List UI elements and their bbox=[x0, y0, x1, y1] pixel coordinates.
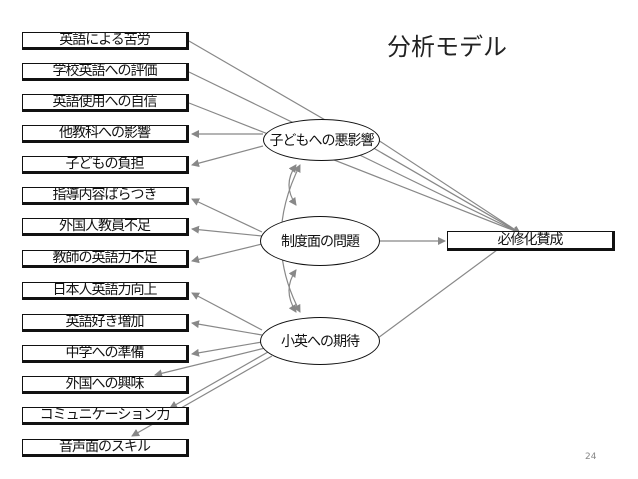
observed-box: 教師の英語力不足 bbox=[22, 250, 189, 268]
observed-box: 他教科への影響 bbox=[22, 125, 189, 143]
observed-box: 外国への興味 bbox=[22, 376, 189, 394]
arrow-neg-outcome bbox=[377, 139, 521, 234]
latent-label: 制度面の問題 bbox=[281, 234, 360, 250]
arrow-neg-box5 bbox=[191, 145, 264, 168]
observed-box: 子どもの負担 bbox=[22, 156, 189, 174]
observed-box: 日本人英語力向上 bbox=[22, 282, 189, 300]
arrow-box3-outcome bbox=[188, 102, 521, 235]
observed-box: コミュニケーション力 bbox=[22, 407, 189, 425]
observed-box: 英語による苦労 bbox=[22, 32, 189, 50]
latent-expectation: 小英への期待 bbox=[260, 317, 380, 365]
observed-box: 英語使用への自信 bbox=[22, 94, 189, 112]
page-number: 24 bbox=[585, 452, 597, 462]
latent-negative-influence: 子どもへの悪影響 bbox=[263, 119, 380, 161]
corr-neg-inst bbox=[288, 164, 297, 206]
latent-institutional-problems: 制度面の問題 bbox=[260, 216, 380, 266]
observed-box: 音声面のスキル bbox=[22, 439, 189, 457]
latent-label: 小英への期待 bbox=[281, 334, 360, 350]
arrow-exp-box12 bbox=[154, 347, 266, 378]
outcome-box: 必修化賛成 bbox=[447, 231, 615, 251]
slide-title: 分析モデル bbox=[387, 33, 507, 61]
latent-label: 子どもへの悪影響 bbox=[269, 133, 375, 149]
observed-box: 英語好き増加 bbox=[22, 314, 189, 332]
observed-box: 学校英語への評価 bbox=[22, 63, 189, 81]
arrow-inst-box8 bbox=[191, 243, 263, 264]
arrow-exp-box11 bbox=[191, 341, 263, 357]
arrow-inst-box7 bbox=[191, 225, 263, 237]
arrow-inst-box6 bbox=[191, 198, 263, 233]
observed-box: 指導内容ばらつき bbox=[22, 187, 189, 205]
observed-box: 外国人教員不足 bbox=[22, 218, 189, 236]
arrow-exp-box9 bbox=[191, 292, 263, 331]
arrow-exp-box10 bbox=[191, 320, 263, 336]
observed-box: 中学への準備 bbox=[22, 345, 189, 363]
arrow-exp-box13 bbox=[169, 351, 269, 409]
